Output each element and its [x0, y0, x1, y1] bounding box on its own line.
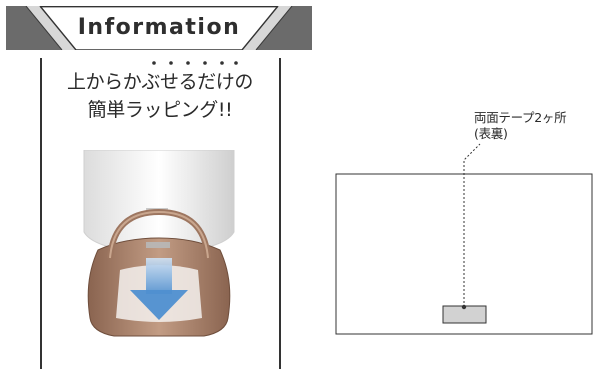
banner-background	[6, 6, 312, 50]
gift-wrap-cover-illustration	[83, 150, 235, 337]
leader-line	[463, 143, 481, 307]
panel-right-rule	[279, 58, 281, 369]
panel-left-rule	[40, 58, 42, 369]
information-banner: Information	[6, 6, 312, 50]
headline-line-1: 上からかぶせるだけの	[66, 71, 253, 93]
wrap-back-diagram	[335, 143, 593, 335]
emphasis-dots-icon	[152, 61, 238, 65]
tape-callout-label: 両面テープ2ヶ所	[474, 110, 567, 125]
headline-line-2: 簡単ラッピング!!	[87, 99, 233, 121]
banner-title: Information	[77, 15, 241, 40]
tape-callout-sublabel: (表裏)	[474, 126, 508, 141]
